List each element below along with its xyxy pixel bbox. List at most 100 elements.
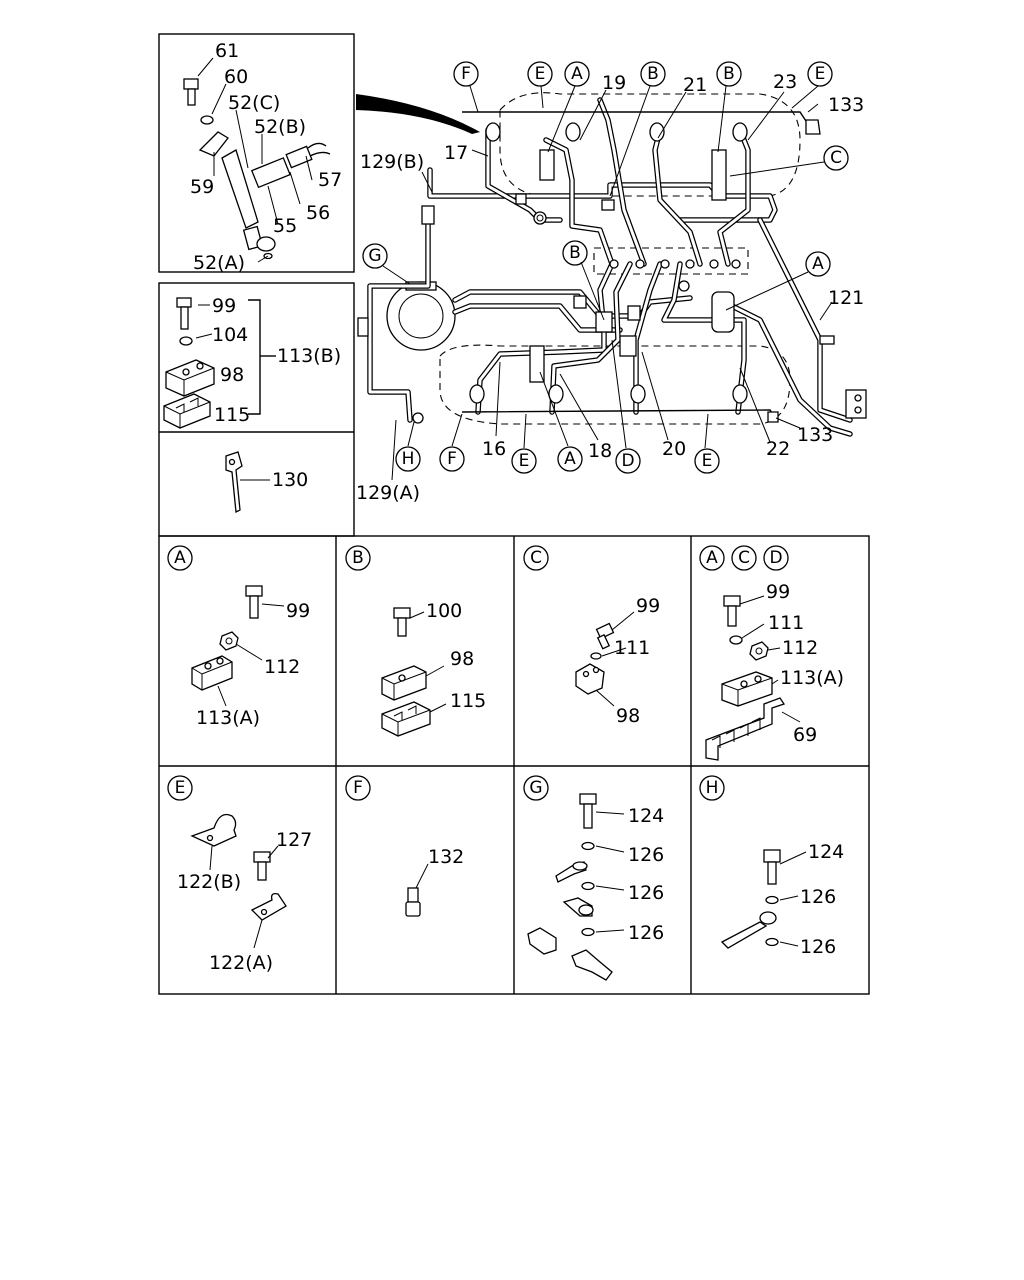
ref-f-top: F bbox=[461, 64, 471, 84]
label-113a: 113(A) bbox=[196, 707, 260, 729]
label-99: 99 bbox=[766, 581, 790, 603]
detail-g-title: G bbox=[529, 778, 542, 798]
label-104: 104 bbox=[212, 324, 248, 346]
bolt-icon bbox=[393, 607, 411, 637]
detail-e-title: E bbox=[175, 778, 186, 798]
label-132: 132 bbox=[428, 846, 464, 868]
detail-box-a: A 99 112 113(A) bbox=[167, 545, 310, 729]
nut-icon bbox=[219, 631, 239, 651]
label-52b: 52(B) bbox=[254, 116, 306, 138]
label-23: 23 bbox=[773, 71, 797, 93]
injector-nozzles-bottom bbox=[469, 384, 748, 404]
main-diagram: F E A B B E C G B A H F E bbox=[356, 61, 867, 504]
eye-bolt-icon bbox=[579, 793, 597, 829]
clamp-base-icon bbox=[381, 701, 431, 737]
label-121: 121 bbox=[828, 287, 864, 309]
end-connectors bbox=[412, 119, 867, 424]
ref-e-bottom-2: E bbox=[702, 451, 713, 471]
fuel-filter-icon bbox=[386, 281, 456, 351]
label-113b: 113(B) bbox=[277, 345, 341, 367]
label-126-2: 126 bbox=[628, 882, 664, 904]
label-52a: 52(A) bbox=[193, 252, 245, 274]
label-98: 98 bbox=[450, 648, 474, 670]
bolt-icon bbox=[176, 297, 192, 330]
detail-h-title: H bbox=[706, 778, 719, 798]
clamp-block-icon bbox=[381, 665, 427, 701]
clamp-block-icon bbox=[165, 359, 215, 397]
label-56: 56 bbox=[306, 202, 330, 224]
label-111: 111 bbox=[768, 612, 804, 634]
detail-box-b: B 100 98 115 bbox=[345, 545, 486, 737]
clamp-block-icon bbox=[721, 671, 773, 707]
label-124: 124 bbox=[628, 805, 664, 827]
bolt-icon bbox=[595, 622, 615, 650]
detail-box-f: F 132 bbox=[345, 775, 464, 917]
label-55: 55 bbox=[273, 215, 297, 237]
detail-pointer-arrow bbox=[356, 94, 480, 134]
label-126-1: 126 bbox=[628, 844, 664, 866]
detail-c-title: C bbox=[530, 548, 542, 568]
label-69: 69 bbox=[793, 724, 817, 746]
washer-icon bbox=[765, 937, 779, 947]
leader-lines bbox=[382, 85, 833, 481]
fuel-lines bbox=[367, 97, 853, 437]
detail-b-title: B bbox=[352, 548, 364, 568]
label-99: 99 bbox=[636, 595, 660, 617]
label-129b: 129(B) bbox=[360, 151, 424, 173]
label-113a: 113(A) bbox=[780, 667, 844, 689]
bracket-69-icon bbox=[705, 697, 786, 761]
detail-box-h: H 124 126 126 bbox=[699, 775, 844, 958]
label-112: 112 bbox=[264, 656, 300, 678]
label-115: 115 bbox=[214, 404, 250, 426]
label-99: 99 bbox=[286, 600, 310, 622]
ref-e-bottom-1: E bbox=[519, 451, 530, 471]
label-130: 130 bbox=[272, 469, 308, 491]
ref-e-top-1: E bbox=[535, 64, 546, 84]
ref-c: C bbox=[830, 148, 842, 168]
label-122b: 122(B) bbox=[177, 871, 241, 893]
ref-d: D bbox=[621, 451, 634, 471]
ref-a-top: A bbox=[571, 64, 583, 84]
ref-f-bottom: F bbox=[447, 449, 457, 469]
clip-ring-icon bbox=[590, 652, 602, 660]
ref-b-mid: B bbox=[569, 243, 581, 263]
label-16: 16 bbox=[482, 438, 506, 460]
diagram-frame bbox=[158, 33, 870, 995]
circled-refs: F E A B B E C G B A H F E bbox=[362, 61, 849, 474]
pipe-clip-icon bbox=[250, 892, 287, 921]
detail-box-e: E 127 122(B) 122(A) bbox=[167, 775, 312, 974]
label-52c: 52(C) bbox=[228, 92, 280, 114]
label-133-top: 133 bbox=[828, 94, 864, 116]
banjo-fitting-icon bbox=[562, 897, 594, 917]
ref-e-top-2: E bbox=[815, 64, 826, 84]
tube-clamps bbox=[357, 149, 835, 383]
detail-f-title: F bbox=[353, 778, 363, 798]
ref-b-top-1: B bbox=[647, 64, 659, 84]
bolt-icon bbox=[245, 585, 263, 619]
washer-icon bbox=[581, 841, 595, 851]
label-98: 98 bbox=[220, 364, 244, 386]
injector-icon bbox=[221, 149, 276, 260]
clip-ring-icon bbox=[729, 635, 743, 645]
clamp-icon bbox=[198, 131, 229, 157]
bracket-icon bbox=[225, 451, 243, 514]
ref-a-bottom: A bbox=[564, 449, 576, 469]
label-126-2: 126 bbox=[800, 936, 836, 958]
bolt-icon bbox=[253, 851, 271, 881]
clamp-block-icon bbox=[575, 663, 605, 695]
eye-bolt-icon bbox=[763, 849, 781, 885]
leak-off-line-bottom bbox=[461, 409, 779, 423]
label-115: 115 bbox=[450, 690, 486, 712]
fitting-icon bbox=[250, 142, 331, 189]
washer-icon bbox=[581, 927, 595, 937]
pipe-clip-icon bbox=[190, 813, 237, 847]
ref-h: H bbox=[402, 449, 415, 469]
label-98: 98 bbox=[616, 705, 640, 727]
label-19: 19 bbox=[602, 72, 626, 94]
bleeder-screw-icon bbox=[405, 887, 421, 917]
ref-a-mid: A bbox=[812, 254, 824, 274]
detail-acd-title-d: D bbox=[769, 548, 782, 568]
label-111: 111 bbox=[614, 637, 650, 659]
bolt-icon bbox=[723, 595, 741, 627]
